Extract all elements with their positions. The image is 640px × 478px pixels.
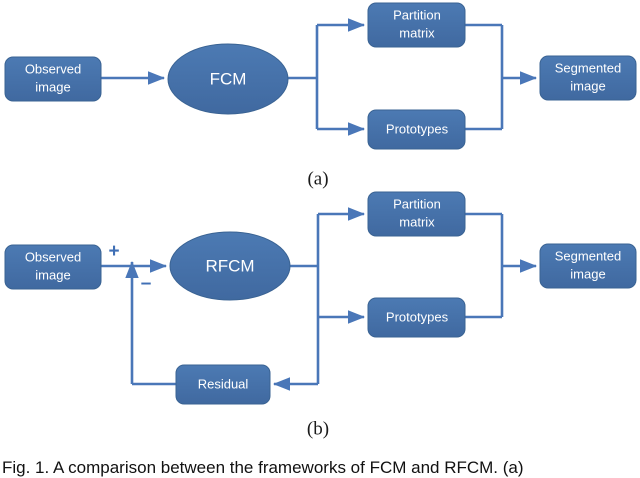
node-label: Residual: [198, 376, 249, 391]
node-label: RFCM: [205, 256, 254, 275]
minus-sign-icon: –: [141, 273, 152, 294]
node-label-line1: Segmented: [555, 248, 622, 263]
node-shape: [367, 109, 466, 150]
node-label-line2: image: [35, 79, 70, 94]
node-label-line1: Observed: [25, 61, 81, 76]
node-label-line2: image: [35, 267, 70, 282]
node-shape: [367, 297, 466, 338]
node-shape: [4, 56, 102, 102]
node-shape: [539, 243, 637, 289]
node-observed-image-b[interactable]: Observed image: [4, 244, 102, 290]
node-segmented-image-b[interactable]: Segmented image: [539, 243, 637, 289]
node-shape: [167, 43, 289, 115]
node-partition-matrix-a[interactable]: Partition matrix: [367, 2, 466, 48]
node-label-line2: image: [570, 266, 605, 281]
panel-b-connectors: [101, 207, 538, 391]
node-label-line1: Observed: [25, 249, 81, 264]
node-label-line1: Partition: [393, 7, 441, 22]
node-rfcm-b[interactable]: RFCM: [169, 231, 291, 301]
node-label: FCM: [210, 69, 247, 88]
node-label-line1: Partition: [393, 196, 441, 211]
panel-a-connectors: [101, 18, 538, 136]
node-label-line2: matrix: [399, 214, 435, 229]
node-shape: [175, 364, 271, 405]
panel-a-group: Observed image FCM Partition matrix Prot…: [4, 2, 637, 189]
panel-a-letter: (a): [307, 168, 328, 189]
node-partition-matrix-b[interactable]: Partition matrix: [367, 191, 466, 237]
node-label: Prototypes: [386, 121, 449, 136]
node-label-line2: matrix: [399, 25, 435, 40]
node-prototypes-b[interactable]: Prototypes: [367, 297, 466, 338]
node-label-line2: image: [570, 78, 605, 93]
node-residual-b[interactable]: Residual: [175, 364, 271, 405]
node-shape: [367, 191, 466, 237]
node-shape: [539, 55, 637, 101]
node-shape: [4, 244, 102, 290]
node-prototypes-a[interactable]: Prototypes: [367, 109, 466, 150]
node-segmented-image-a[interactable]: Segmented image: [539, 55, 637, 101]
node-shape: [169, 231, 291, 301]
node-shape: [367, 2, 466, 48]
node-observed-image-a[interactable]: Observed image: [4, 56, 102, 102]
panel-b-group: + – Observed image RFCM Partition matrix…: [4, 191, 637, 439]
node-label-line1: Segmented: [555, 60, 622, 75]
figure-caption: Fig. 1. A comparison between the framewo…: [2, 458, 524, 477]
panel-b-letter: (b): [307, 418, 329, 439]
plus-sign-icon: +: [108, 241, 119, 262]
node-label: Prototypes: [386, 309, 449, 324]
node-fcm-a[interactable]: FCM: [167, 43, 289, 115]
